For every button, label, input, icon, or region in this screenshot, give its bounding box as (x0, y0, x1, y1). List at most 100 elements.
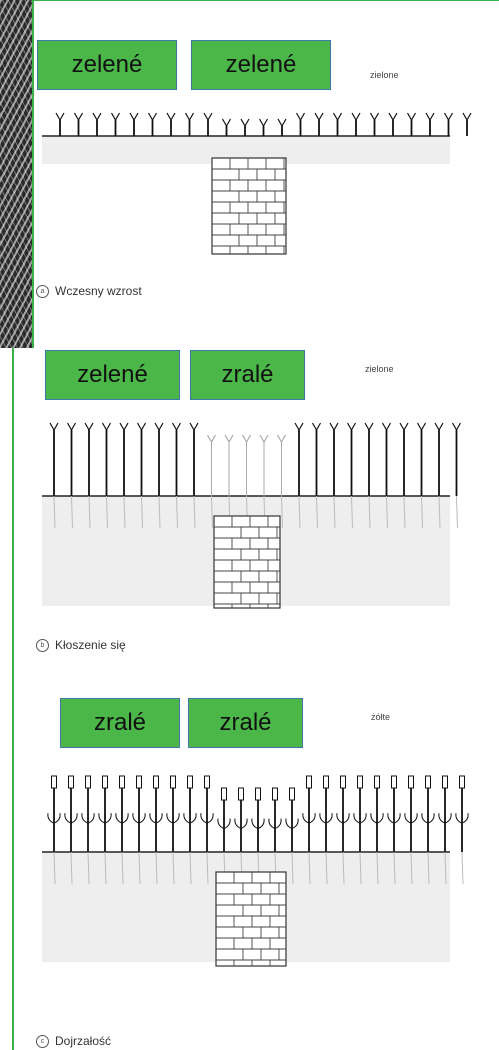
panel-maturity: zralé zralé żółte (30, 698, 490, 1018)
buried-wall (212, 158, 286, 254)
crop-plant (167, 776, 179, 852)
label-box-left: zralé (60, 698, 180, 748)
crop-plant (313, 423, 321, 496)
crop-plant (48, 776, 60, 852)
crop-plant (315, 113, 323, 136)
crop-plant (184, 776, 196, 852)
crop-plant (68, 423, 76, 496)
crop-plant (426, 113, 434, 136)
crop-plant (400, 423, 408, 496)
crop-plant (75, 113, 83, 136)
crop-plant (241, 119, 249, 136)
plant-root (457, 496, 458, 528)
caption-text: Dojrzałość (55, 1034, 111, 1048)
label-box-right: zralé (190, 350, 305, 400)
crop-plant (112, 113, 120, 136)
crop-plant (330, 423, 338, 496)
crop-plant (208, 435, 216, 496)
panel-caption: a Wczesny wzrost (36, 284, 142, 298)
crop-plant (422, 776, 434, 852)
crop-plant (99, 776, 111, 852)
panel-caption-maturity: c Dojrzałość (36, 1034, 111, 1048)
crop-plant (269, 788, 281, 852)
crop-plant (297, 113, 305, 136)
crop-plant (383, 423, 391, 496)
polish-color-label: żółte (371, 712, 390, 722)
crop-plant (348, 423, 356, 496)
crop-plant (408, 113, 416, 136)
crop-plant (334, 113, 342, 136)
crop-plant (138, 423, 146, 496)
crop-plant (418, 423, 426, 496)
crop-plant (130, 113, 138, 136)
crop-plant (150, 776, 162, 852)
caption-marker: a (36, 285, 49, 298)
panel-heading: zelené zralé zielone b Kłoszenie się (30, 350, 490, 660)
label-box-left: zelené (37, 40, 177, 90)
crop-plant (82, 776, 94, 852)
caption-text: Wczesny wzrost (55, 284, 142, 298)
crop-plant (120, 423, 128, 496)
crop-plant (405, 776, 417, 852)
crop-plant (278, 119, 286, 136)
crop-plant (435, 423, 443, 496)
crop-plant (56, 113, 64, 136)
crop-plant (116, 776, 128, 852)
crop-plant (260, 435, 268, 496)
polish-color-label: zielone (365, 364, 394, 374)
crop-plant (155, 423, 163, 496)
crop-plant (303, 776, 315, 852)
label-box-right: zelené (191, 40, 331, 90)
crop-plant (365, 423, 373, 496)
crop-plant (295, 423, 303, 496)
crop-plant (93, 113, 101, 136)
crop-plant (173, 423, 181, 496)
crop-plant (218, 788, 230, 852)
aerial-photo-strip (0, 0, 34, 348)
panel-caption: b Kłoszenie się (36, 638, 126, 652)
plant-root (462, 852, 463, 884)
crop-plant (286, 788, 298, 852)
crop-plant (167, 113, 175, 136)
crop-plant (352, 113, 360, 136)
caption-marker: b (36, 639, 49, 652)
crop-plant (453, 423, 461, 496)
crop-plant (223, 119, 231, 136)
crop-plant (235, 788, 247, 852)
buried-wall (216, 872, 286, 966)
crop-plant (65, 776, 77, 852)
polish-color-label: zielone (370, 70, 399, 80)
label-box-right: zralé (188, 698, 303, 748)
caption-marker: c (36, 1035, 49, 1048)
label-box-left: zelené (45, 350, 180, 400)
panel-early-growth: zelené zelené zielone a Wczesny wzrost (30, 40, 490, 310)
crop-plant (252, 788, 264, 852)
crop-plant (456, 776, 468, 852)
crop-plant (463, 113, 471, 136)
crop-plant (260, 119, 268, 136)
frame-left-line (12, 348, 14, 1050)
crop-plant (337, 776, 349, 852)
frame-top-line (34, 0, 499, 1)
crop-plant (149, 113, 157, 136)
crop-plant (278, 435, 286, 496)
crop-plant (354, 776, 366, 852)
crop-plant (320, 776, 332, 852)
crop-plant (50, 423, 58, 496)
crop-plant (133, 776, 145, 852)
buried-wall (214, 516, 280, 608)
crop-plant (371, 776, 383, 852)
crop-plant (439, 776, 451, 852)
crop-plant (243, 435, 251, 496)
crop-plant (445, 113, 453, 136)
crop-plant (103, 423, 111, 496)
crop-plant (389, 113, 397, 136)
caption-text: Kłoszenie się (55, 638, 126, 652)
crop-plant (388, 776, 400, 852)
crop-plant (190, 423, 198, 496)
crop-plant (186, 113, 194, 136)
crop-plant (85, 423, 93, 496)
crop-plant (225, 435, 233, 496)
crop-plant (201, 776, 213, 852)
crop-plant (371, 113, 379, 136)
